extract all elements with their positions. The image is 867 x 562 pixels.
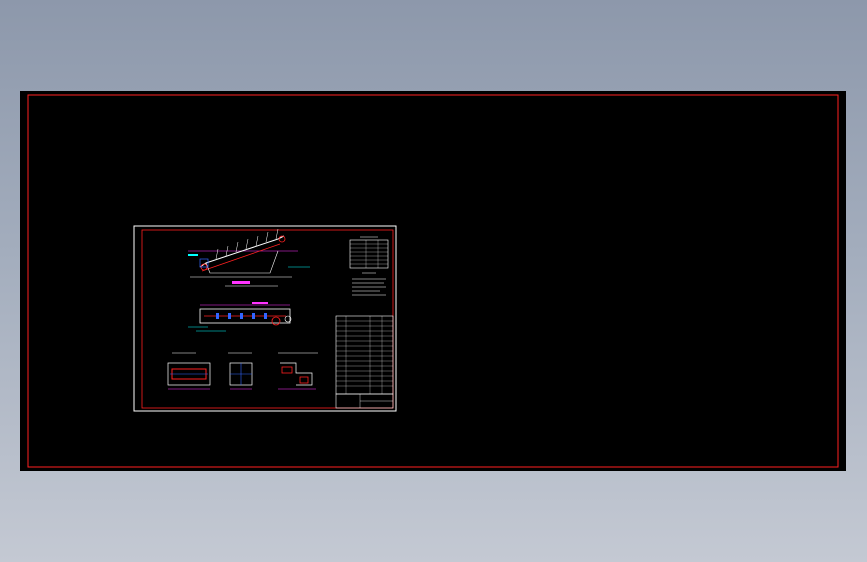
left-plan-view — [188, 302, 292, 332]
left-detail-section-2 — [228, 352, 253, 390]
left-elevation-view — [188, 228, 310, 287]
cad-viewport[interactable] — [20, 91, 846, 471]
cad-model-space — [27, 94, 839, 468]
left-title-block — [335, 393, 394, 409]
left-parameter-table — [349, 236, 389, 269]
outer-drawing-frame — [27, 94, 839, 468]
sheet-left[interactable] — [133, 225, 397, 412]
left-detail-section-1 — [167, 352, 211, 390]
left-parts-list — [335, 315, 394, 395]
sheet-left-border — [133, 225, 397, 412]
left-detail-section-3 — [278, 352, 318, 390]
left-notes — [352, 272, 386, 296]
sheet-left-inner-frame — [141, 229, 394, 409]
